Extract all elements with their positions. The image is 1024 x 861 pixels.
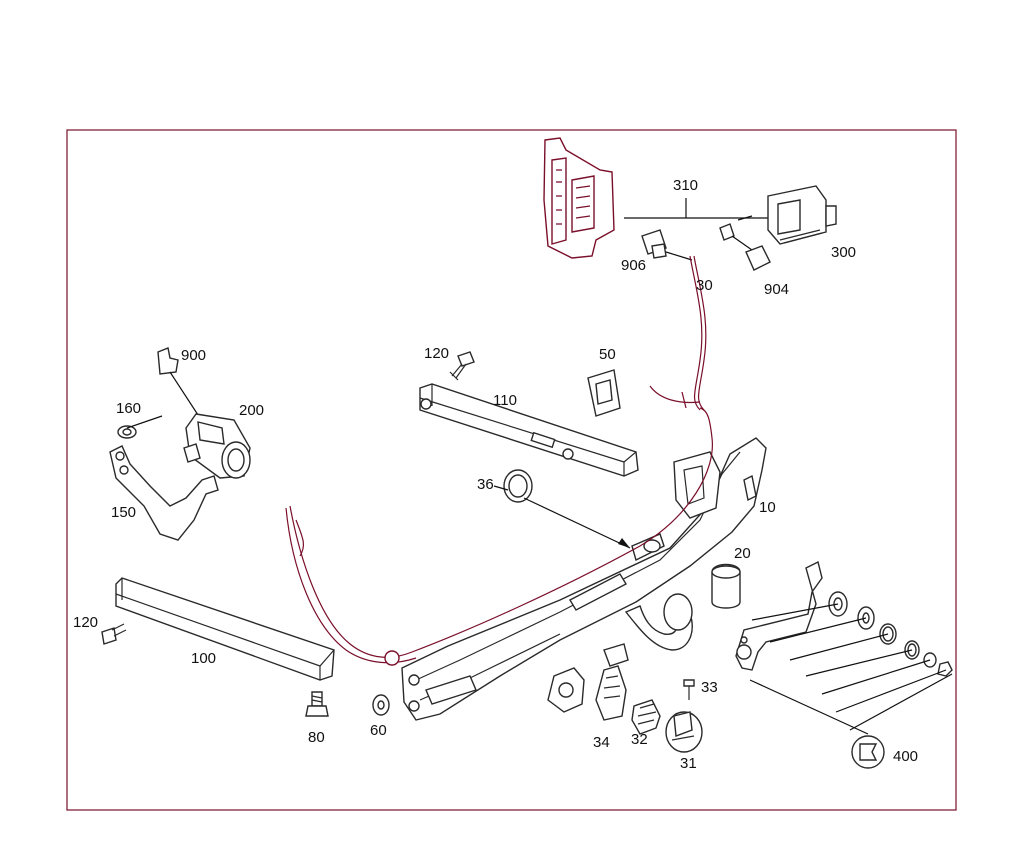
bolt-120-upper (449, 351, 475, 381)
label-100: 100 (191, 650, 216, 667)
label-80: 80 (308, 729, 325, 746)
label-120-lower: 120 (73, 614, 98, 631)
label-50: 50 (599, 346, 616, 363)
washer-stack (828, 591, 953, 677)
towbar-10 (401, 437, 767, 721)
diagram-frame (66, 129, 957, 811)
washer-60 (372, 694, 390, 716)
connector-900 (157, 347, 201, 419)
label-30: 30 (696, 277, 713, 294)
cable-30 (649, 255, 707, 411)
wiring-harness (285, 407, 713, 666)
connector-904 (719, 215, 771, 271)
cap-20 (711, 563, 741, 609)
ball-neck (603, 593, 693, 667)
screw-33 (683, 679, 695, 700)
label-904: 904 (764, 281, 789, 298)
label-31: 31 (680, 755, 697, 772)
label-200: 200 (239, 402, 264, 419)
label-33: 33 (701, 679, 718, 696)
leader-lines (126, 415, 509, 491)
plate-50 (587, 369, 621, 417)
bracket-plate (735, 560, 823, 671)
cover-31 (665, 711, 703, 753)
line-310 (624, 198, 772, 219)
nut-160 (117, 425, 137, 439)
connector-906 (641, 229, 693, 261)
label-120-upper: 120 (424, 345, 449, 362)
label-150: 150 (111, 504, 136, 521)
bolt-group-lines (749, 603, 953, 735)
beam-110 (419, 383, 639, 477)
label-900: 900 (181, 347, 206, 364)
wrench-icon (851, 735, 885, 769)
label-906: 906 (621, 257, 646, 274)
label-310: 310 (673, 177, 698, 194)
control-unit-sam (543, 137, 615, 259)
grommet-36 (503, 469, 631, 549)
gasket-34 (595, 665, 627, 721)
socket-200 (183, 413, 251, 479)
control-module-300 (767, 185, 837, 245)
label-60: 60 (370, 722, 387, 739)
bolt-120-lower (101, 623, 127, 645)
label-36: 36 (477, 476, 494, 493)
bracket-150 (109, 445, 219, 541)
label-300: 300 (831, 244, 856, 261)
adapter-32 (631, 699, 661, 735)
beam-100 (115, 577, 335, 681)
label-10: 10 (759, 499, 776, 516)
label-160: 160 (116, 400, 141, 417)
label-34: 34 (593, 734, 610, 751)
label-400: 400 (893, 748, 918, 765)
label-110: 110 (493, 392, 517, 409)
label-20: 20 (734, 545, 751, 562)
label-32: 32 (631, 731, 648, 748)
bolt-80 (305, 691, 329, 717)
plug-socket-34 (547, 667, 585, 713)
part-labels: 310 300 906 904 30 900 200 160 150 120 1… (73, 177, 918, 772)
